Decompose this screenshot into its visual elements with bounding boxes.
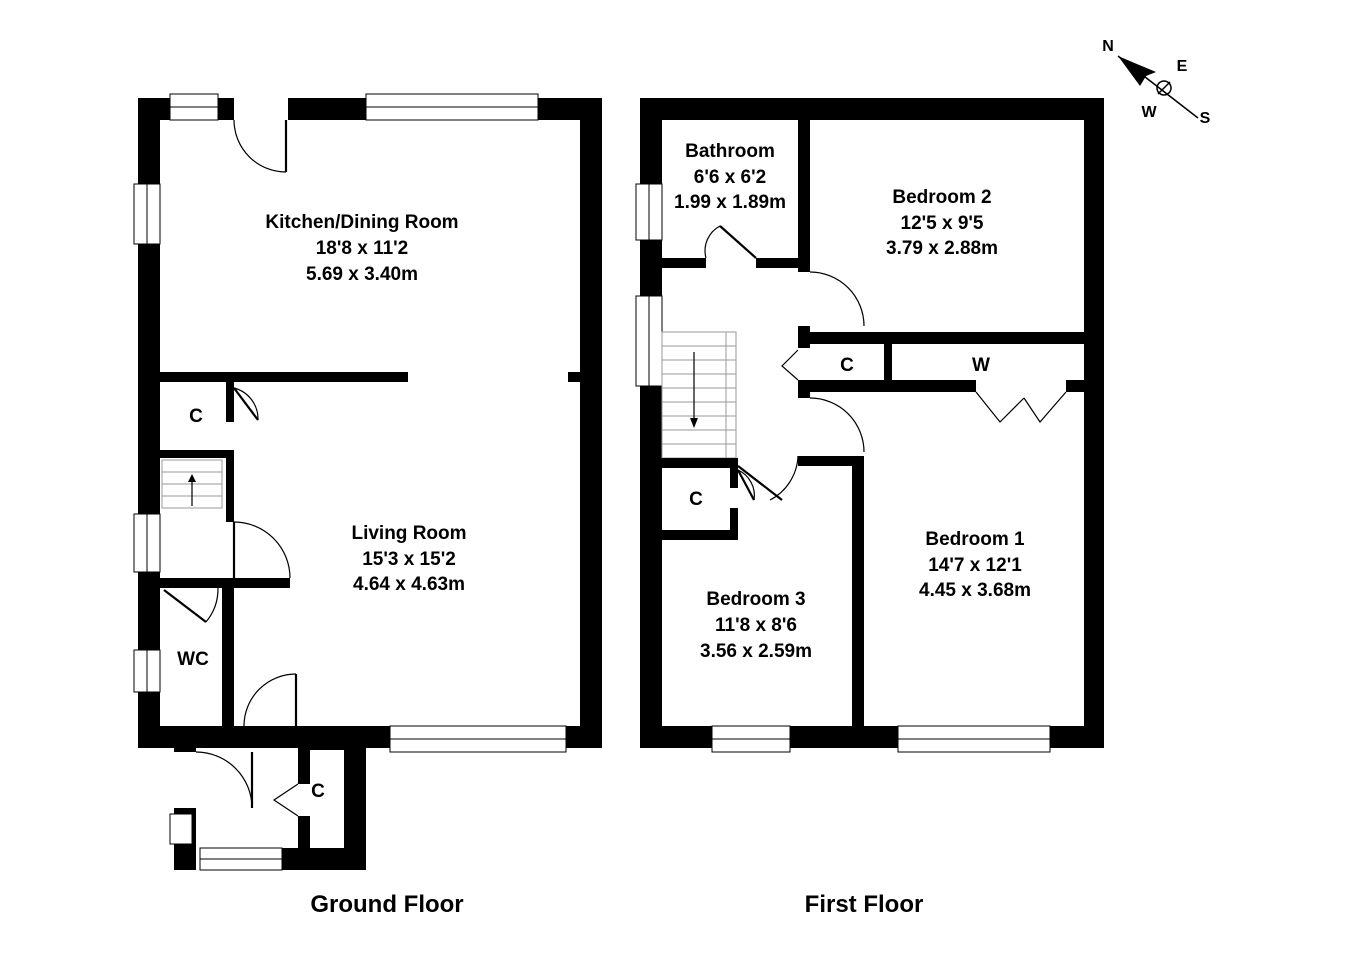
compass-rose: N E W S (1102, 38, 1210, 127)
first-floor-plan: Bathroom 6'6 x 6'2 1.99 x 1.89m Bedroom … (635, 98, 1104, 918)
ground-floor-title: Ground Floor (310, 891, 463, 918)
ff-wardrobe-label: W (972, 355, 990, 376)
compass-w-label: W (1141, 104, 1157, 121)
ff-bedroom2-imperial: 12'5 x 9'5 (901, 213, 984, 234)
compass-north-arrow-icon (1118, 56, 1156, 86)
ground-floor-plan: Kitchen/Dining Room 18'8 x 11'2 5.69 x 3… (133, 93, 602, 918)
gf-wc-label: WC (177, 649, 209, 670)
gf-living-metric: 4.64 x 4.63m (353, 574, 465, 595)
gf-living-imperial: 15'3 x 15'2 (362, 549, 456, 570)
ff-bedroom1-name: Bedroom 1 (925, 529, 1025, 550)
ff-cupboard-landing-label: C (840, 355, 854, 376)
ff-bedroom3-imperial: 11'8 x 8'6 (715, 615, 797, 636)
ff-stairs (661, 331, 737, 459)
compass-e-label: E (1177, 58, 1188, 75)
gf-cupboard-porch-label: C (311, 781, 325, 802)
compass-n-label: N (1102, 38, 1114, 55)
gf-porch-window-side (169, 813, 193, 845)
ff-bedroom2-metric: 3.79 x 2.88m (886, 238, 998, 259)
gf-living-name: Living Room (351, 523, 466, 544)
compass-s-label: S (1200, 110, 1211, 127)
ff-bedroom1-metric: 4.45 x 3.68m (919, 580, 1031, 601)
gf-kitchen-imperial: 18'8 x 11'2 (316, 238, 409, 259)
first-floor-title: First Floor (805, 891, 924, 918)
ff-bedroom3-name: Bedroom 3 (706, 589, 805, 610)
ff-bathroom-name: Bathroom (685, 141, 775, 162)
ff-cupboard-bed3-label: C (689, 489, 703, 510)
gf-stairs (161, 459, 223, 509)
ff-bedroom3-metric: 3.56 x 2.59m (700, 641, 812, 662)
gf-kitchen-name: Kitchen/Dining Room (265, 212, 458, 233)
ff-bedroom2-name: Bedroom 2 (892, 187, 991, 208)
ff-bathroom-imperial: 6'6 x 6'2 (694, 167, 766, 188)
gf-cupboard-upper-label: C (189, 406, 203, 427)
ff-bathroom-metric: 1.99 x 1.89m (674, 192, 786, 213)
gf-kitchen-metric: 5.69 x 3.40m (306, 264, 418, 285)
ff-bedroom1-imperial: 14'7 x 12'1 (928, 555, 1022, 576)
